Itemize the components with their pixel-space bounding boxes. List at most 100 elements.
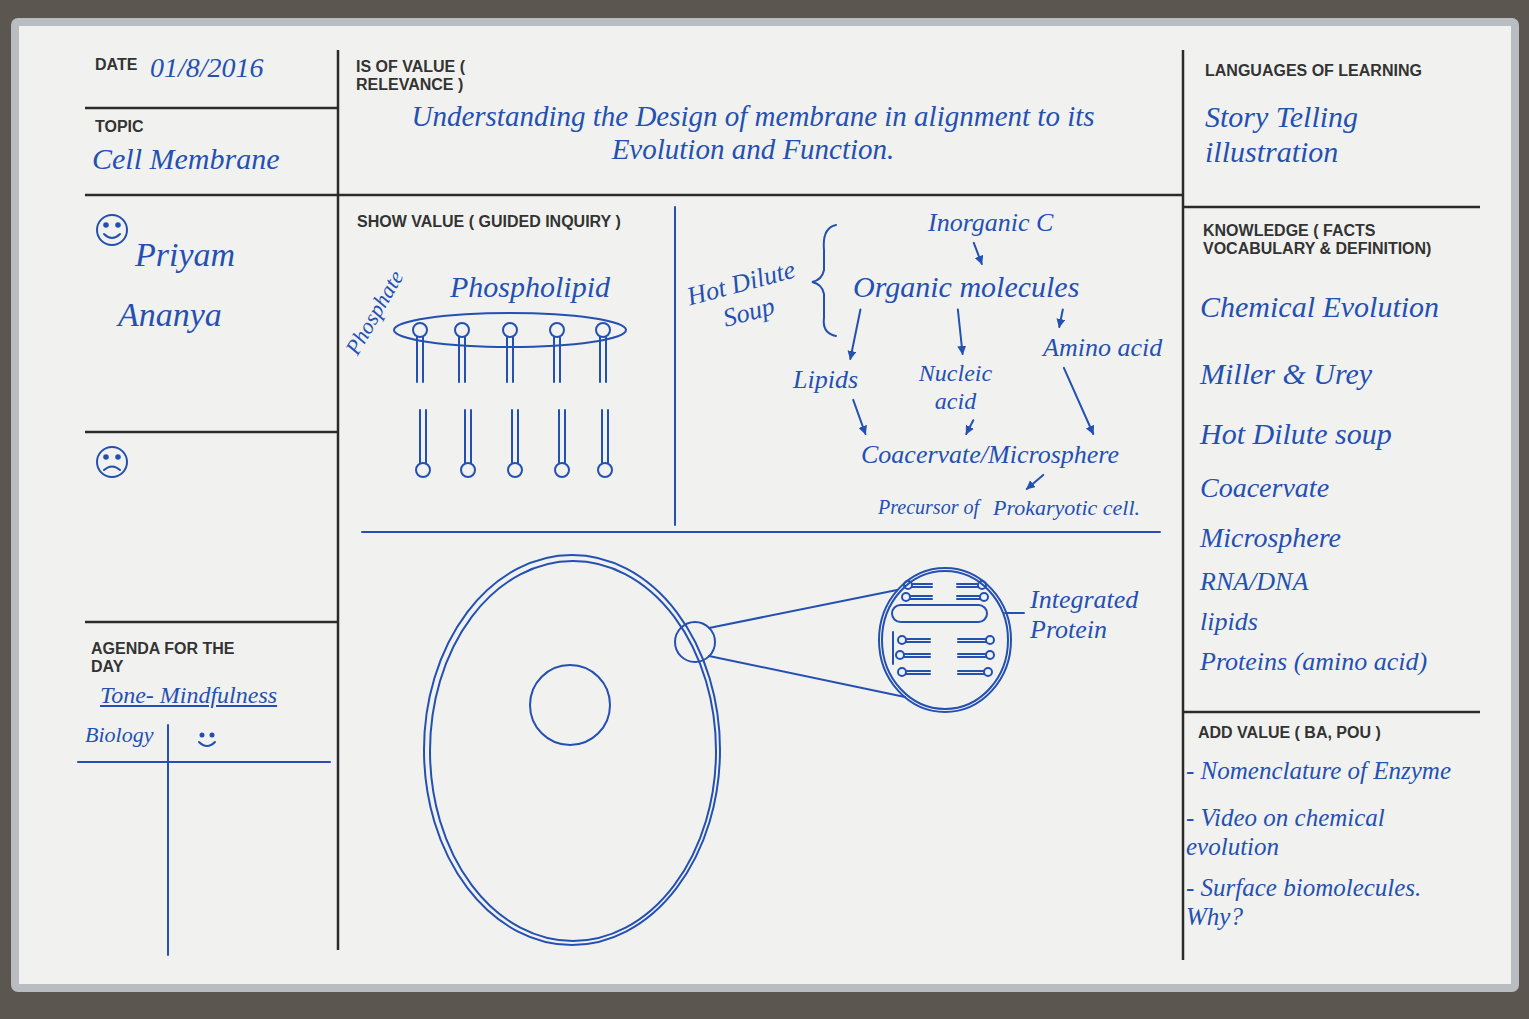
- board-panel: PriyamAnanya: [85, 195, 338, 432]
- face-eye: [104, 223, 108, 227]
- grid-line: [1182, 50, 1185, 960]
- flow-node: Lipids: [790, 363, 861, 397]
- lipid-head: [596, 323, 610, 337]
- board-frame: [15, 22, 1515, 988]
- lipid-tails: [910, 584, 980, 599]
- lipid-head: [896, 651, 904, 659]
- grid-line: [85, 621, 338, 624]
- flow-node: Coacervate/Microsphere: [858, 438, 1122, 472]
- lipid-head: [898, 636, 906, 644]
- face-eye: [201, 734, 204, 737]
- handwritten-text: Coacervate: [1200, 472, 1329, 504]
- panel-heading: KNOWLEDGE ( FACTS VOCABULARY & DEFINITIO…: [1203, 222, 1478, 259]
- lipid-head: [455, 323, 469, 337]
- handwritten-text: Coacervate/Microsphere: [861, 440, 1119, 470]
- board-panel: TOPIC Cell Membrane: [85, 108, 338, 195]
- board-panel: IS OF VALUE ( RELEVANCE ) Understanding t…: [338, 50, 1183, 195]
- panel-heading: SHOW VALUE ( GUIDED INQUIRY ): [357, 213, 621, 231]
- lipid-head: [986, 636, 994, 644]
- marker-line: [674, 207, 676, 525]
- handwritten-text: RNA/DNA: [1200, 567, 1308, 597]
- handwritten-text: Organic molecules: [853, 270, 1079, 305]
- flow-node: Amino acid: [1040, 331, 1165, 365]
- flow-arrow: [966, 420, 973, 434]
- lipid-head: [984, 668, 992, 676]
- face-eye: [116, 223, 120, 227]
- nucleus: [530, 665, 610, 745]
- handwritten-text: - Nomenclature of Enzyme: [1186, 757, 1451, 786]
- board-panel: DATE 01/8/2016: [85, 50, 338, 108]
- handwritten-text: Proteins (amino acid): [1200, 647, 1427, 677]
- integrated-protein: [892, 605, 987, 622]
- face-mouth: [199, 742, 215, 746]
- lipid-head: [503, 323, 517, 337]
- board-panel: AGENDA FOR THE DAY Tone- MindfulnessBiolo…: [85, 622, 338, 955]
- lipid-head: [416, 463, 430, 477]
- grid-line: [85, 194, 338, 197]
- handwritten-text: Hot Dilute soup: [1200, 417, 1392, 452]
- lipid-tails: [893, 632, 986, 674]
- flow-arrow: [1027, 475, 1043, 489]
- handwritten-text: Microsphere: [1200, 522, 1341, 554]
- lipid-head: [413, 323, 427, 337]
- marker-line: [362, 531, 1160, 533]
- board-panel: LANGUAGES OF LEARNING Story Telling illus…: [1183, 50, 1480, 207]
- flow-arrow: [974, 243, 982, 264]
- marker-line: [78, 761, 330, 763]
- panel-heading: IS OF VALUE ( RELEVANCE ): [356, 58, 486, 95]
- lipid-head: [978, 581, 986, 589]
- lipid-head: [550, 323, 564, 337]
- grid-line: [1183, 711, 1480, 714]
- board-panel: ADD VALUE ( BA, POU )- Nomenclature of E…: [1183, 712, 1480, 960]
- lipid-head: [555, 463, 569, 477]
- lipid-tails: [420, 410, 608, 463]
- face-mouth: [104, 467, 120, 471]
- handwritten-text: Lipids: [793, 365, 858, 395]
- flow-arrow: [853, 400, 865, 434]
- handwritten-text: Nucleic acid: [908, 360, 1003, 415]
- handwritten-text: Cell Membrane: [92, 142, 279, 177]
- flow-node: Prokaryotic cell.: [990, 493, 1143, 522]
- panel-heading: LANGUAGES OF LEARNING: [1205, 62, 1422, 80]
- handwritten-text: - Surface biomolecules. Why?: [1186, 874, 1471, 932]
- handwritten-text: Chemical Evolution: [1200, 290, 1439, 325]
- handwritten-text: Understanding the Design of membrane in …: [363, 100, 1143, 167]
- handwritten-text: Prokaryotic cell.: [993, 495, 1140, 520]
- curly-brace: [812, 225, 836, 336]
- handwritten-text: Inorganic C: [928, 208, 1053, 238]
- handwritten-text: Biology: [85, 722, 153, 747]
- panel-heading: DATE: [95, 56, 137, 74]
- panel-heading: AGENDA FOR THE DAY: [91, 640, 241, 677]
- panel-heading: TOPIC: [95, 118, 144, 136]
- handwritten-text: Tone- Mindfulness: [100, 682, 277, 710]
- lipid-head: [898, 668, 906, 676]
- happy-face: [97, 215, 127, 245]
- board-panel: KNOWLEDGE ( FACTS VOCABULARY & DEFINITIO…: [1183, 207, 1480, 712]
- lipid-head: [980, 593, 988, 601]
- grid-line: [337, 50, 340, 950]
- lipid-head: [508, 463, 522, 477]
- edge-label: Precursor of: [875, 496, 982, 519]
- part-label: Hot Dilute Soup: [679, 253, 810, 342]
- marker-line: [167, 725, 169, 955]
- flow-arrow: [850, 310, 860, 360]
- handwritten-text: Story Telling illustration: [1205, 100, 1425, 169]
- lipid-tails: [417, 337, 606, 382]
- face-eye: [116, 455, 120, 459]
- handwritten-text: Miller & Urey: [1200, 357, 1372, 392]
- grid-line: [85, 107, 338, 110]
- part-label: Phosphate: [340, 266, 408, 359]
- handwritten-text: Amino acid: [1043, 333, 1162, 363]
- part-label: Phospholipid: [450, 270, 610, 305]
- handwritten-text: 01/8/2016: [150, 52, 264, 84]
- face-eye: [211, 734, 214, 737]
- grid-line: [1183, 206, 1480, 209]
- zoom-circle: [879, 568, 1011, 712]
- lipid-head: [598, 463, 612, 477]
- lipid-head: [461, 463, 475, 477]
- flow-arrow: [1064, 368, 1093, 434]
- handwritten-text: lipids: [1200, 607, 1258, 637]
